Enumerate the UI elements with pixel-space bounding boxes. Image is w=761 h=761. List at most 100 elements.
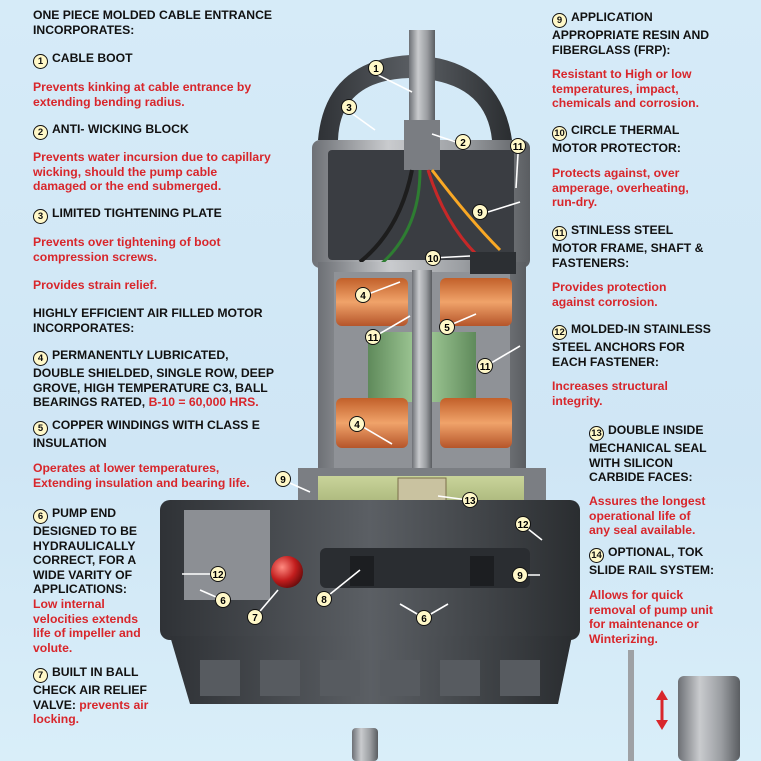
callout-4-a: 4 xyxy=(355,287,371,303)
winding-top-right xyxy=(440,278,512,326)
feature-2-title-text: ANTI- WICKING BLOCK xyxy=(52,122,189,136)
svg-text:2: 2 xyxy=(460,138,466,149)
number-badge-5: 5 xyxy=(33,421,48,436)
number-badge-1: 1 xyxy=(33,54,48,69)
feature-14-desc: Allows for quick removal of pump unit fo… xyxy=(589,588,713,646)
callout-11-b: 11 xyxy=(365,329,381,345)
feature-14-title-text: OPTIONAL, TOK SLIDE RAIL SYSTEM: xyxy=(589,545,715,577)
callout-11-c: 11 xyxy=(477,358,493,374)
wire-red xyxy=(426,169,482,260)
slide-rail-pump xyxy=(678,676,740,761)
number-badge-12: 12 xyxy=(552,325,567,340)
feature-11-title-text: STINLESS STEEL MOTOR FRAME, SHAFT & FAST… xyxy=(552,223,704,270)
feature-6-title-text: PUMP END DESIGNED TO BE HYDRAULICALLY CO… xyxy=(33,506,138,596)
feature-13-title-text: DOUBLE INSIDE MECHANICAL SEAL WITH SILIC… xyxy=(589,423,707,484)
base-slot-5 xyxy=(440,660,480,696)
feature-4-title-text: PERMANENTLY LUBRICATED, DOUBLE SHIELDED,… xyxy=(33,348,275,409)
base-slot-4 xyxy=(380,660,420,696)
slide-rail xyxy=(628,650,634,761)
number-badge-9: 9 xyxy=(552,13,567,28)
number-badge-2: 2 xyxy=(33,125,48,140)
callout-8: 8 xyxy=(316,591,332,607)
anti-wicking-block xyxy=(404,120,440,170)
feature-5-desc: Operates at lower temperatures, Extendin… xyxy=(33,461,250,490)
number-badge-6: 6 xyxy=(33,509,48,524)
header-line-2: INCORPORATES: xyxy=(33,22,135,37)
svg-text:9: 9 xyxy=(517,571,523,582)
feature-10-title-text: CIRCLE THERMAL MOTOR PROTECTOR: xyxy=(552,123,681,155)
feature-3-title-text: LIMITED TIGHTENING PLATE xyxy=(52,206,222,220)
motor-heading: HIGHLY EFFICIENT AIR FILLED MOTOR INCORP… xyxy=(33,306,263,335)
header-title: ONE PIECE MOLDED CABLE ENTRANCE INCORPOR… xyxy=(33,8,272,37)
handle-arch xyxy=(318,55,512,140)
base-slot-3 xyxy=(320,660,360,696)
svg-text:12: 12 xyxy=(212,570,224,581)
number-badge-10: 10 xyxy=(552,126,567,141)
svg-text:7: 7 xyxy=(252,613,258,624)
callout-6-b: 6 xyxy=(416,610,432,626)
lift-arrow-heads xyxy=(656,690,668,730)
callout-12-b: 12 xyxy=(210,566,226,582)
svg-text:5: 5 xyxy=(444,323,450,334)
svg-text:4: 4 xyxy=(354,420,360,431)
callout-6-a: 6 xyxy=(215,592,231,608)
feature-9-title-text: APPLICATION APPROPRIATE RESIN AND FIBERG… xyxy=(552,10,710,57)
svg-text:6: 6 xyxy=(220,596,226,607)
feature-2-desc: Prevents water incursion due to capillar… xyxy=(33,150,271,193)
feature-9-desc: Resistant to High or low temperatures, i… xyxy=(552,67,699,110)
feature-7-desc: prevents air locking. xyxy=(33,697,149,727)
number-badge-11: 11 xyxy=(552,226,567,241)
callout-7: 7 xyxy=(247,609,263,625)
callout-2: 2 xyxy=(455,134,471,150)
base-slot-2 xyxy=(260,660,300,696)
feature-12-desc: Increases structural integrity. xyxy=(552,379,668,408)
thermal-protector xyxy=(470,252,516,274)
svg-text:11: 11 xyxy=(513,142,524,153)
feature-12-title-text: MOLDED-IN STAINLESS STEEL ANCHORS FOR EA… xyxy=(552,322,711,369)
callout-9-b: 9 xyxy=(275,471,291,487)
feature-1-title-text: CABLE BOOT xyxy=(52,51,133,65)
winding-bottom-left xyxy=(336,398,408,448)
svg-text:13: 13 xyxy=(464,496,476,507)
callout-3: 3 xyxy=(341,99,357,115)
feature-7-title-text: BUILT IN BALL CHECK AIR RELIEF VALVE: xyxy=(33,665,147,712)
svg-text:9: 9 xyxy=(280,475,286,486)
base-slot-1 xyxy=(200,660,240,696)
svg-text:11: 11 xyxy=(480,362,491,373)
feature-1-desc: Prevents kinking at cable entrance by ex… xyxy=(33,80,252,109)
wire-green xyxy=(379,169,422,267)
base-slot-6 xyxy=(500,660,540,696)
svg-text:12: 12 xyxy=(517,520,529,531)
svg-text:10: 10 xyxy=(427,254,439,265)
svg-text:6: 6 xyxy=(421,614,427,625)
header-line-1: ONE PIECE MOLDED CABLE ENTRANCE xyxy=(33,8,273,22)
svg-text:8: 8 xyxy=(321,595,327,606)
feature-3-desc-2: Provides strain relief. xyxy=(33,278,157,292)
feature-5-title-text: COPPER WINDINGS WITH CLASS E INSULATION xyxy=(33,418,260,450)
callout-4-b: 4 xyxy=(349,416,365,432)
callout-10: 10 xyxy=(425,250,441,266)
small-pump-thumbnail xyxy=(352,728,378,761)
svg-text:4: 4 xyxy=(360,291,366,302)
number-badge-4: 4 xyxy=(33,351,48,366)
svg-text:1: 1 xyxy=(373,64,379,75)
svg-text:11: 11 xyxy=(368,333,379,344)
feature-10-desc: Protects against, over amperage, overhea… xyxy=(552,166,689,209)
svg-text:3: 3 xyxy=(346,103,352,114)
number-badge-3: 3 xyxy=(33,209,48,224)
feature-2-title: 2 ANTI- WICKING BLOCK xyxy=(33,122,189,140)
callout-12-a: 12 xyxy=(515,516,531,532)
wire-yellow xyxy=(430,169,502,252)
winding-bottom-right xyxy=(440,398,512,448)
number-badge-14: 14 xyxy=(589,548,604,563)
